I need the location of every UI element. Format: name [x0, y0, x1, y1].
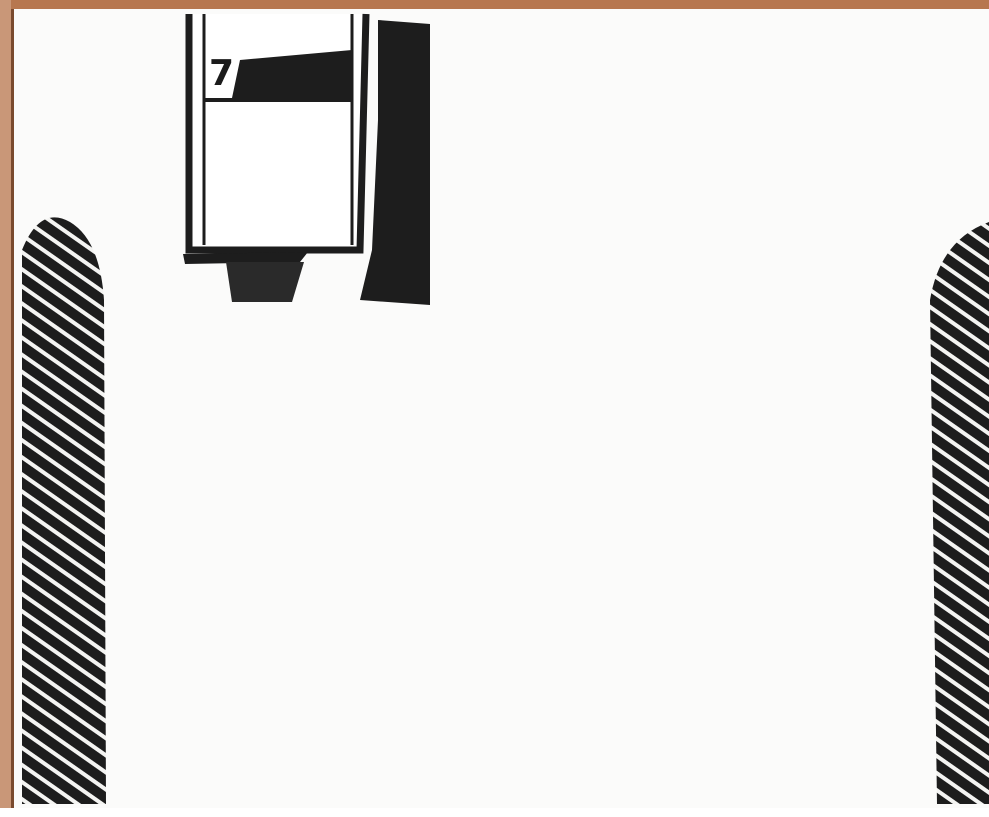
- parked-car-number: 7: [209, 52, 231, 96]
- left-post: [22, 217, 106, 804]
- right-post: [930, 222, 989, 804]
